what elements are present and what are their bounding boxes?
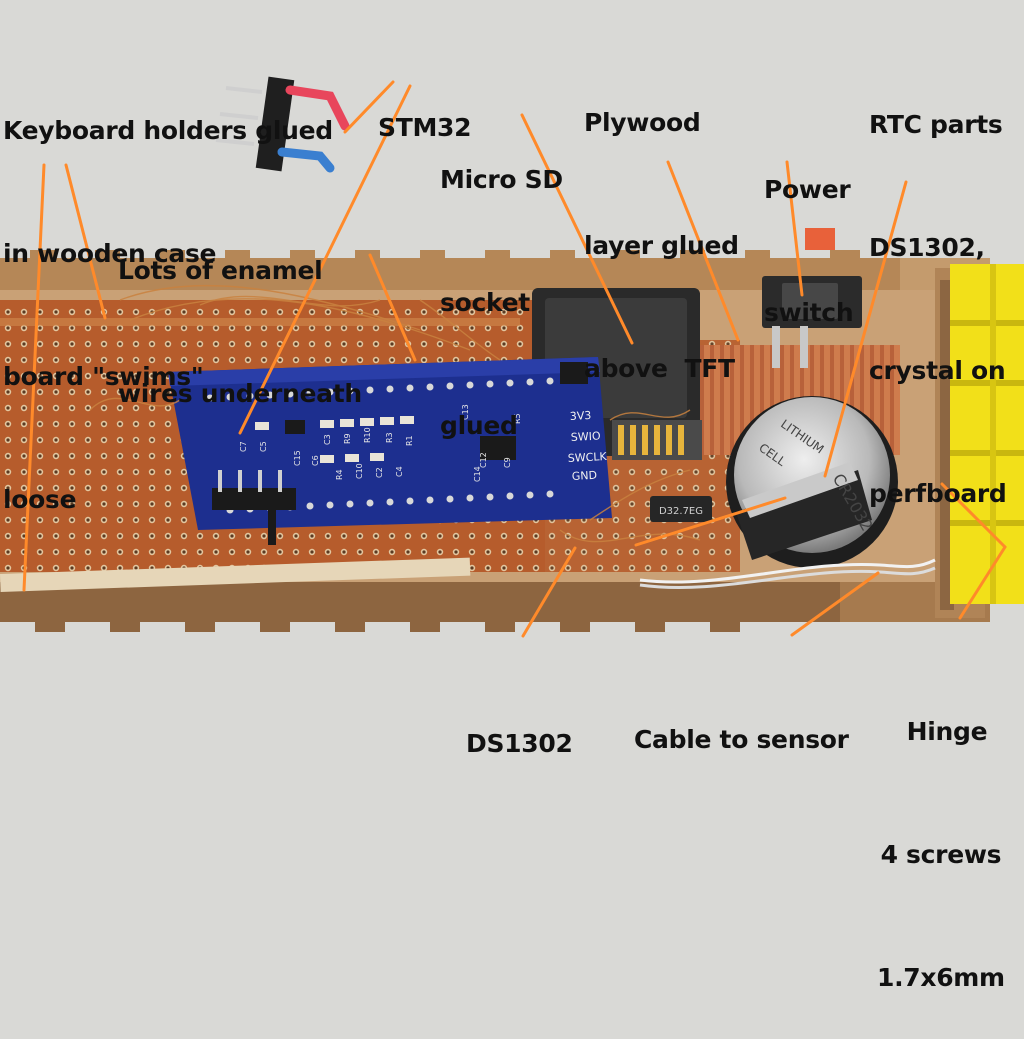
label-ds1302: DS1302 — [466, 641, 573, 805]
label-line: switch — [764, 298, 854, 327]
pin-label: SWIO — [570, 429, 601, 444]
part-label: C6 — [311, 455, 320, 466]
keyboard-holder-strip — [0, 557, 471, 592]
pin-label: SWCLK — [567, 450, 607, 465]
label-line: Plywood — [584, 108, 701, 137]
label-line: 1.7x6mm — [877, 963, 1005, 992]
label-line: Micro SD — [440, 165, 563, 194]
label-line: above TFT — [584, 354, 735, 383]
label-line: board "swims" — [3, 362, 204, 391]
label-line: glued — [440, 411, 518, 440]
part-label: R3 — [385, 432, 394, 443]
part-label: R5 — [513, 413, 522, 424]
photo-scene: D32.7EG — [0, 76, 1024, 638]
label-line: DS1302 — [466, 729, 573, 758]
coin-cell-battery — [726, 396, 898, 568]
hinge — [950, 264, 1024, 604]
part-label: C14 — [473, 466, 482, 482]
label-line: Cable to sensor — [634, 725, 849, 754]
part-label: C13 — [461, 404, 470, 420]
crystal: D32.7EG — [650, 496, 712, 522]
part-label: C4 — [395, 466, 404, 477]
label-line: loose — [3, 485, 77, 514]
part-label: C3 — [323, 434, 332, 445]
part-label: C2 — [375, 467, 384, 478]
pin-header — [215, 76, 350, 173]
part-label: C7 — [239, 441, 248, 452]
label-line: layer glued — [584, 231, 739, 260]
pin-label: GND — [571, 469, 597, 483]
label-line: perfboard — [869, 479, 1007, 508]
stm32-board — [168, 357, 612, 545]
label-line: crystal on — [869, 356, 1006, 385]
part-label: C5 — [259, 441, 268, 452]
label-line: Lots of enamel — [118, 256, 323, 285]
power-switch — [762, 228, 862, 368]
part-label: R10 — [363, 427, 372, 443]
sensor-cable — [639, 558, 936, 589]
label-rtc-parts: RTC parts DS1302, crystal on perfboard — [869, 22, 1007, 555]
label-stm32: STM32 — [378, 25, 472, 189]
label-hinge: Hinge 4 screws 1.7x6mm — [877, 629, 1005, 1039]
label-line: STM32 — [378, 113, 472, 142]
part-label: R1 — [405, 435, 414, 446]
label-plywood: Plywood layer glued above TFT — [584, 20, 739, 430]
label-line: DS1302, — [869, 233, 985, 262]
label-line: in wooden case — [3, 239, 217, 268]
annotation-lines — [22, 80, 1007, 638]
part-label: C10 — [355, 463, 364, 479]
label-line: Power — [764, 175, 851, 204]
label-cable-sensor: Cable to sensor — [634, 637, 849, 801]
label-line: Hinge — [906, 717, 988, 746]
label-line: wires underneath — [118, 379, 362, 408]
part-label: R4 — [335, 469, 344, 480]
svg-text:D32.7EG: D32.7EG — [659, 506, 703, 517]
label-line: RTC parts — [869, 110, 1003, 139]
label-keyboard-holders: Keyboard holders glued in wooden case bo… — [3, 28, 333, 561]
label-line: socket — [440, 288, 530, 317]
label-enamel-wires: Lots of enamel wires underneath — [118, 168, 362, 455]
part-label: C12 — [479, 452, 488, 468]
part-label: C15 — [293, 450, 302, 466]
label-line: 4 screws — [880, 840, 1002, 869]
label-micro-sd: Micro SD socket glued — [440, 77, 563, 487]
part-label: C9 — [503, 457, 512, 468]
pin-label: 3V3 — [569, 409, 591, 423]
label-power-switch: Power switch — [764, 87, 854, 374]
part-label: R9 — [343, 433, 352, 444]
label-line: Keyboard holders glued — [3, 116, 333, 145]
enamel-wires — [89, 284, 701, 543]
